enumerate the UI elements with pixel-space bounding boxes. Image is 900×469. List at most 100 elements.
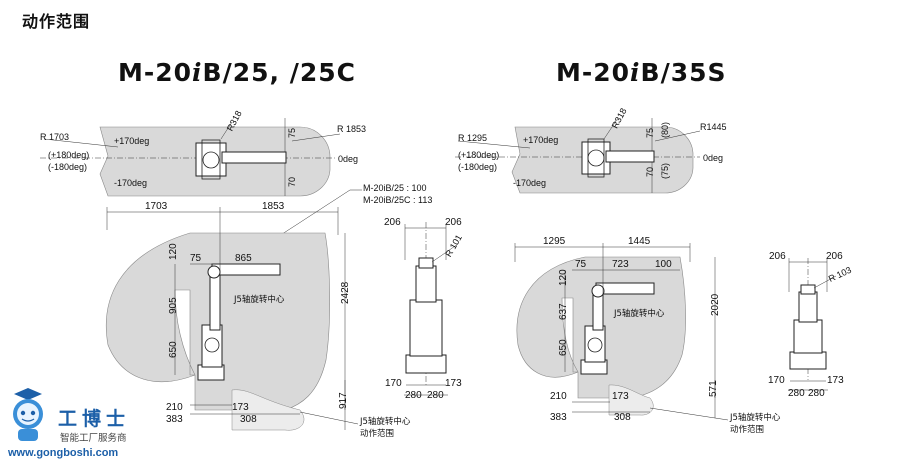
left-front-robot-base: [405, 354, 447, 374]
right-top-deg-p180: (+180deg): [458, 150, 499, 160]
left-top-r-left: R 1703: [40, 132, 69, 142]
robot-mascot-icon: [13, 388, 43, 441]
right-front-w206b: 206: [826, 251, 843, 262]
right-front-robot-body: [793, 319, 823, 354]
right-top-deg-m180: (-180deg): [458, 162, 497, 172]
left-side-d650: 650: [168, 341, 179, 358]
logo-url[interactable]: www.gongboshi.com: [8, 447, 119, 459]
left-front-d173: 173: [445, 378, 462, 389]
model-title-right-i: i: [630, 58, 641, 87]
left-top-robot-base: [195, 142, 227, 177]
right-side-d383: 383: [550, 412, 567, 423]
model-title-left-pre: M-20: [118, 58, 193, 87]
right-side-w-right: 1445: [628, 236, 651, 247]
right-side-j5-range-2: 动作范围: [730, 424, 764, 435]
logo-name: 工博士: [58, 408, 131, 430]
left-side-d905: 905: [168, 297, 179, 314]
left-top-deg-m180: (-180deg): [48, 162, 87, 172]
left-front-r101: R 101: [443, 233, 464, 259]
left-side-robot-arm-upper: [211, 263, 281, 276]
left-top-deg-zero: 0deg: [338, 154, 358, 164]
right-front-d173: 173: [827, 375, 844, 386]
right-top-d80: (80): [660, 122, 670, 138]
right-front-robot-base: [789, 351, 827, 370]
model-title-right-post: B/35S: [640, 58, 727, 87]
right-side-d637: 637: [558, 303, 569, 320]
right-side-view: 1295 1445 75 723 100 120 637 650 2020 57…: [514, 236, 781, 435]
right-side-d100: 100: [655, 259, 672, 270]
right-top-deg-pos: +170deg: [523, 135, 558, 145]
model-title-left: M-20iB/25, /25C: [118, 58, 356, 87]
left-side-d865: 865: [235, 253, 252, 264]
right-top-robot-arm: [605, 150, 655, 163]
right-front-robot-arm: [798, 291, 818, 323]
left-front-d170: 170: [385, 378, 402, 389]
left-side-view: 1703 1853 75 865 120 905 650 2428 917 21…: [105, 201, 411, 439]
left-top-r-right: R 1853: [337, 124, 366, 134]
right-front-d280a: 280: [788, 388, 805, 399]
left-top-deg-neg: -170deg: [114, 178, 147, 188]
right-top-d75b: (75): [660, 163, 670, 179]
left-front-robot-arm: [415, 265, 437, 303]
model-title-left-post: B/25, /25C: [202, 58, 356, 87]
left-note-line2: M-20iB/25C : 113: [363, 195, 432, 205]
left-side-j5-range-1: J5轴旋转中心: [359, 416, 411, 427]
right-side-h2020: 2020: [710, 293, 721, 316]
left-front-d280a: 280: [405, 390, 422, 401]
right-top-d75: 75: [645, 128, 655, 138]
gongboshi-logo: [13, 388, 43, 441]
right-side-robot-arm-upper: [595, 282, 655, 295]
right-front-w206a: 206: [769, 251, 786, 262]
left-front-view: 206 206 R 101 170 173 280 280: [384, 217, 464, 401]
model-title-right: M-20iB/35S: [556, 58, 727, 87]
left-top-deg-pos: +170deg: [114, 136, 149, 146]
right-side-d723: 723: [612, 259, 629, 270]
left-side-d75: 75: [190, 253, 202, 264]
left-side-w-left: 1703: [145, 201, 168, 212]
model-title-left-i: i: [192, 58, 203, 87]
right-side-d308: 308: [614, 412, 631, 423]
right-front-r103: R 103: [827, 265, 853, 284]
left-side-j5: J5轴旋转中心: [233, 294, 285, 305]
left-front-d280b: 280: [427, 390, 444, 401]
right-side-w-left: 1295: [543, 236, 566, 247]
right-side-d120: 120: [558, 269, 569, 286]
right-top-r-small: R318: [610, 106, 629, 130]
left-front-w206b: 206: [445, 217, 462, 228]
left-top-dim-down: 70: [287, 177, 297, 187]
right-top-robot-base: [581, 141, 611, 175]
right-front-d170: 170: [768, 375, 785, 386]
right-top-r-right: R1445: [700, 122, 727, 132]
left-side-j5-range-2: 动作范围: [360, 428, 394, 439]
left-side-d120: 120: [168, 243, 179, 260]
left-side-d308: 308: [240, 414, 257, 425]
right-top-deg-zero: 0deg: [703, 153, 723, 163]
left-top-deg-p180: (+180deg): [48, 150, 89, 160]
left-side-h2428: 2428: [340, 281, 351, 304]
right-side-d571: 571: [708, 380, 719, 397]
right-side-j5-range-1: J5轴旋转中心: [729, 412, 781, 423]
right-top-d70: 70: [645, 167, 655, 177]
right-side-d650: 650: [558, 339, 569, 356]
left-side-d383: 383: [166, 414, 183, 425]
page-title: 动作范围: [22, 12, 91, 31]
left-side-w-right: 1853: [262, 201, 285, 212]
right-top-r-left: R 1295: [458, 133, 487, 143]
right-side-j5: J5轴旋转中心: [613, 308, 665, 319]
left-front-robot-body: [409, 299, 443, 357]
right-top-deg-neg: -170deg: [513, 178, 546, 188]
left-note-line1: M-20iB/25 : 100: [363, 183, 427, 193]
left-side-robot-arm-lower: [209, 271, 221, 331]
right-top-view: R 1295 R1445 R318 +170deg (+180deg) (-18…: [455, 106, 727, 194]
right-front-d280b: 280: [808, 388, 825, 399]
left-top-robot-arm: [221, 151, 287, 164]
right-side-d210: 210: [550, 391, 567, 402]
right-side-d75: 75: [575, 259, 587, 270]
left-front-w206a: 206: [384, 217, 401, 228]
model-title-right-pre: M-20: [556, 58, 631, 87]
right-side-d173: 173: [612, 391, 629, 402]
logo-slogan: 智能工厂服务商: [60, 433, 127, 444]
left-top-dim-up: 75: [287, 128, 297, 138]
left-top-view: R 1703 R 1853 R318 +170deg (+180deg) (-1…: [40, 109, 366, 197]
